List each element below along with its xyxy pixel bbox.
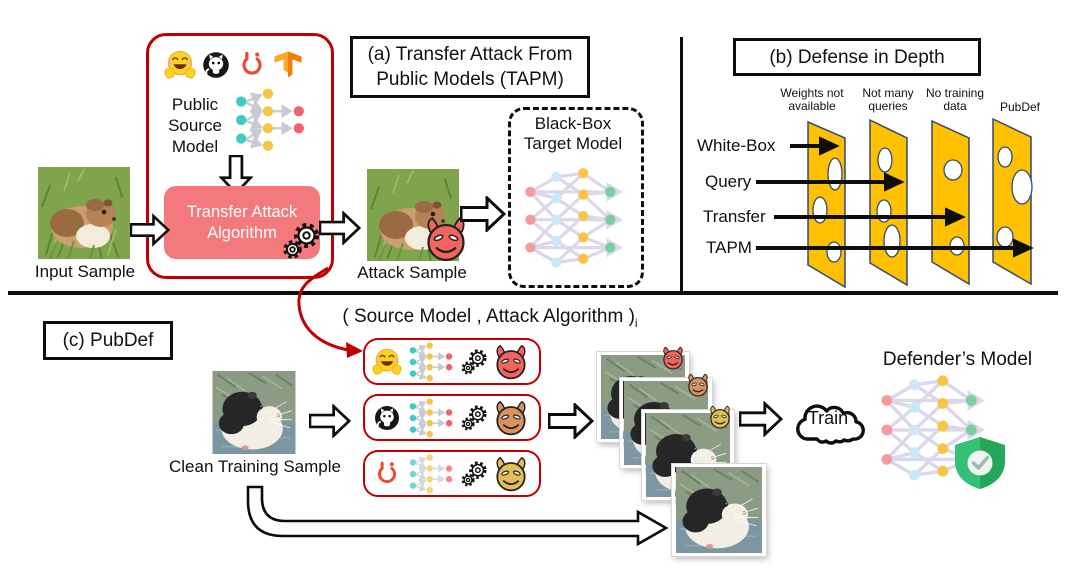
- tensorflow-icon: [272, 49, 304, 81]
- network-icon: [407, 398, 455, 438]
- source-attack-pair-label: ( Source Model , Attack Algorithm )i: [342, 306, 638, 330]
- source-model-network-icon: [234, 88, 306, 152]
- panel-c-title-box: (c) PubDef: [43, 321, 173, 360]
- attacks-to-stack-arrow: [548, 403, 594, 439]
- input-sample-label: Input Sample: [34, 262, 136, 281]
- barrier-header-pubdef: PubDef: [999, 100, 1041, 114]
- barrier-header-data: No training data: [925, 86, 985, 113]
- panel-b-title: (b) Defense in Depth: [769, 46, 945, 68]
- target-model-network-icon: [522, 160, 626, 272]
- clean-sample-front: [672, 464, 766, 556]
- orange-devil-icon: [686, 373, 710, 397]
- transfer-attack-algorithm-label: Transfer Attack Algorithm: [186, 202, 298, 242]
- attack-row-label-whitebox: White-Box: [697, 136, 776, 155]
- gears-icon: [460, 404, 488, 432]
- attack-row-label-transfer: Transfer: [703, 207, 766, 226]
- panel-b-title-box: (b) Defense in Depth: [733, 38, 981, 76]
- orange-devil-icon: [493, 400, 529, 436]
- attack-row-label-query: Query: [705, 172, 752, 191]
- barrier-header-queries: Not many queries: [862, 86, 914, 113]
- transfer-attack-algorithm-box: Transfer Attack Algorithm: [164, 186, 320, 259]
- horizontal-divider: [8, 291, 1058, 295]
- input-to-algorithm-arrow: [130, 213, 170, 247]
- barrier-header-weights: Weights not available: [780, 86, 844, 113]
- network-icon: [407, 342, 455, 382]
- gears-icon: [281, 221, 321, 261]
- attack-pair-curved-arrow: [297, 266, 363, 358]
- github-icon: [372, 403, 402, 433]
- panel-a-title-box: (a) Transfer Attack From Public Models (…: [350, 36, 590, 98]
- clean-training-sample-label: Clean Training Sample: [169, 457, 341, 476]
- panel-a-title: (a) Transfer Attack From Public Models (…: [367, 44, 573, 90]
- github-icon: [200, 49, 232, 81]
- defense-layers-graphic: [756, 117, 1034, 289]
- sample-to-target-arrow: [460, 196, 506, 232]
- huggingface-icon: [164, 49, 196, 81]
- yellow-devil-icon: [708, 405, 732, 429]
- cheese-slice-3: [931, 119, 970, 286]
- train-cloud: [796, 404, 865, 445]
- stack-to-train-arrow: [739, 401, 783, 437]
- pytorch-icon: [236, 49, 268, 81]
- gears-icon: [460, 348, 488, 376]
- attack-pair-row-github: [363, 394, 541, 441]
- attack-pair-row-pytorch: [363, 450, 541, 497]
- input-sample-image: [38, 167, 130, 259]
- source-platform-icons: [164, 49, 304, 81]
- panel-c-title: (c) PubDef: [62, 330, 154, 351]
- blackbox-target-model-box: [508, 107, 644, 288]
- clean-training-sample-image: [208, 371, 300, 454]
- defender-model-label: Defender’s Model: [882, 349, 1033, 370]
- clean-bypass-arrow: [246, 485, 669, 547]
- red-devil-icon: [661, 346, 685, 370]
- red-devil-icon: [493, 344, 529, 380]
- public-source-model-label: Public Source Model: [168, 95, 222, 156]
- attack-sample-label: Attack Sample: [357, 263, 467, 282]
- blackbox-target-model-label: Black-Box Target Model: [523, 114, 623, 153]
- attack-row-label-tapm: TAPM: [706, 238, 752, 257]
- huggingface-icon: [372, 347, 402, 377]
- attack-pair-row-huggingface: [363, 338, 541, 385]
- train-label: Train: [807, 408, 849, 428]
- vertical-divider: [680, 37, 683, 291]
- shield-check-icon: [948, 435, 1012, 491]
- clean-to-attacks-arrow: [309, 404, 351, 438]
- pair-subscript: i: [634, 315, 638, 330]
- algorithm-to-sample-arrow: [319, 211, 361, 245]
